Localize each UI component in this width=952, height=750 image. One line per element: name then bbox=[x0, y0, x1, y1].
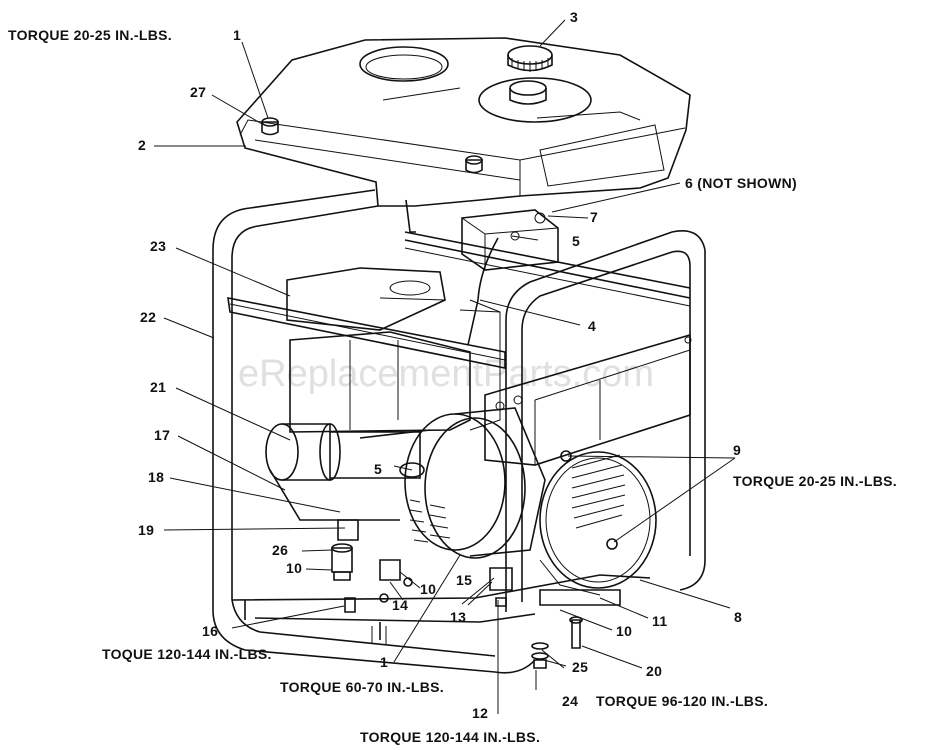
callout-27: 27 bbox=[190, 84, 206, 100]
callout-17: 17 bbox=[154, 427, 170, 443]
bracket bbox=[286, 267, 446, 331]
callout-22: 22 bbox=[140, 309, 156, 325]
callout-24: 24 bbox=[562, 693, 578, 709]
callout-20: 20 bbox=[646, 663, 662, 679]
callout-15: 15 bbox=[456, 572, 472, 588]
callout-9: 9 bbox=[733, 442, 741, 458]
callout-10-left: 10 bbox=[286, 560, 302, 576]
callout-12: 12 bbox=[472, 705, 488, 721]
callout-13: 13 bbox=[450, 609, 466, 625]
frame bbox=[212, 189, 706, 674]
callout-6: 6 (NOT SHOWN) bbox=[685, 175, 797, 191]
tank-bolts bbox=[261, 117, 483, 174]
callout-3: 3 bbox=[570, 9, 578, 25]
torque-note-right: TORQUE 20-25 IN.-LBS. bbox=[733, 473, 897, 489]
callouts: 1 2 3 4 5 5 6 (NOT SHOWN) 7 8 9 10 10 10… bbox=[138, 9, 797, 721]
callout-2: 2 bbox=[138, 137, 146, 153]
torque-note-bottom-mid: TORQUE 60-70 IN.-LBS. bbox=[280, 679, 444, 695]
callout-23: 23 bbox=[150, 238, 166, 254]
callout-5-top: 5 bbox=[572, 233, 580, 249]
torque-note-top-left: TORQUE 20-25 IN.-LBS. bbox=[8, 27, 172, 43]
callout-8: 8 bbox=[734, 609, 742, 625]
callout-5-mid: 5 bbox=[374, 461, 382, 477]
callout-11: 11 bbox=[652, 613, 667, 629]
filler-neck bbox=[509, 80, 547, 105]
callout-10-right: 10 bbox=[616, 623, 632, 639]
torque-note-bottom-right: TORQUE 96-120 IN.-LBS. bbox=[596, 693, 768, 709]
bottom-hardware bbox=[495, 597, 583, 669]
control-box bbox=[461, 209, 559, 271]
callout-10-mid: 10 bbox=[420, 581, 436, 597]
fuel-line bbox=[467, 237, 499, 346]
torque-note-bottom: TORQUE 120-144 IN.-LBS. bbox=[360, 729, 540, 745]
callout-21: 21 bbox=[150, 379, 166, 395]
callout-26: 26 bbox=[272, 542, 288, 558]
callout-18: 18 bbox=[148, 469, 164, 485]
callout-19: 19 bbox=[138, 522, 154, 538]
callout-25: 25 bbox=[572, 659, 588, 675]
fuel-tank bbox=[236, 37, 691, 207]
control-panel bbox=[484, 333, 692, 466]
callout-14: 14 bbox=[392, 597, 408, 613]
callout-4: 4 bbox=[588, 318, 596, 334]
leader-lines bbox=[154, 19, 736, 714]
callout-7: 7 bbox=[590, 209, 598, 225]
vibration-mounts bbox=[331, 519, 621, 613]
front-crossbar bbox=[227, 296, 506, 369]
starter-motor bbox=[265, 423, 431, 521]
endbell bbox=[539, 450, 657, 596]
torque-notes: TORQUE 20-25 IN.-LBS. TORQUE 20-25 IN.-L… bbox=[8, 27, 897, 745]
stator-housing bbox=[404, 407, 546, 559]
rear-rails bbox=[404, 231, 691, 307]
fuel-cap bbox=[507, 45, 553, 72]
callout-16: 16 bbox=[202, 623, 218, 639]
callout-1-top: 1 bbox=[233, 27, 241, 43]
watermark: eReplacementParts.com bbox=[238, 353, 654, 395]
callout-1-bottom: 1 bbox=[380, 654, 388, 670]
torque-note-bottom-left: TOQUE 120-144 IN.-LBS. bbox=[102, 646, 272, 662]
